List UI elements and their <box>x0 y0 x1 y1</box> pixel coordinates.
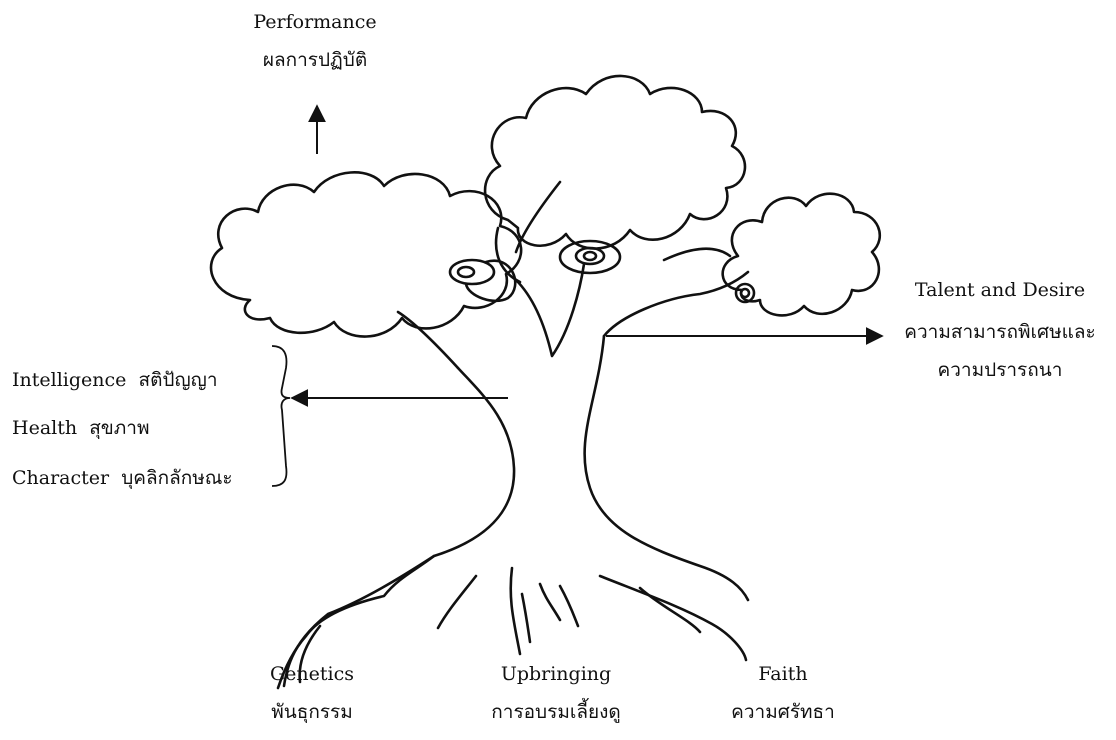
performance-label: Performance ผลการปฏิบัติ <box>253 10 376 72</box>
trait-en: Intelligence <box>12 369 127 391</box>
performance-en: Performance <box>253 11 377 33</box>
left-canopy <box>209 171 523 338</box>
talent-th-line1: ความสามารถพิเศษและ <box>904 321 1096 343</box>
root-en: Genetics <box>269 663 355 685</box>
trait-th: สติปัญญา <box>138 369 218 391</box>
root-en: Upbringing <box>500 663 612 685</box>
trait-intelligence: Intelligence สติปัญญา <box>12 368 218 392</box>
trait-character: Character บุคลิกลักษณะ <box>12 466 233 490</box>
trait-en: Health <box>12 417 78 439</box>
trait-th: สุขภาพ <box>89 417 150 439</box>
root-th: พันธุกรรม <box>271 701 353 723</box>
talent-en: Talent and Desire <box>914 279 1086 301</box>
root-th: ความศรัทธา <box>731 701 835 723</box>
talent-label: Talent and Desire ความสามารถพิเศษและ ควา… <box>904 278 1095 382</box>
root-en: Faith <box>758 663 808 685</box>
trait-en: Character <box>12 467 110 489</box>
performance-th: ผลการปฏิบัติ <box>262 49 368 71</box>
root-upbringing: Upbringing การอบรมเลี้ยงดู <box>491 662 620 724</box>
brace <box>271 345 291 487</box>
trunk <box>282 366 516 688</box>
right-canopy <box>721 192 882 317</box>
trait-th: บุคลิกลักษณะ <box>121 467 233 489</box>
talent-th-line2: ความปรารถนา <box>937 359 1063 381</box>
roots <box>276 554 436 690</box>
root-genetics: Genetics พันธุกรรม <box>270 662 354 724</box>
root-th: การอบรมเลี้ยงดู <box>491 701 621 723</box>
center-canopy <box>483 74 747 250</box>
root-faith: Faith ความศรัทธา <box>731 662 835 724</box>
trait-health: Health สุขภาพ <box>12 416 150 440</box>
